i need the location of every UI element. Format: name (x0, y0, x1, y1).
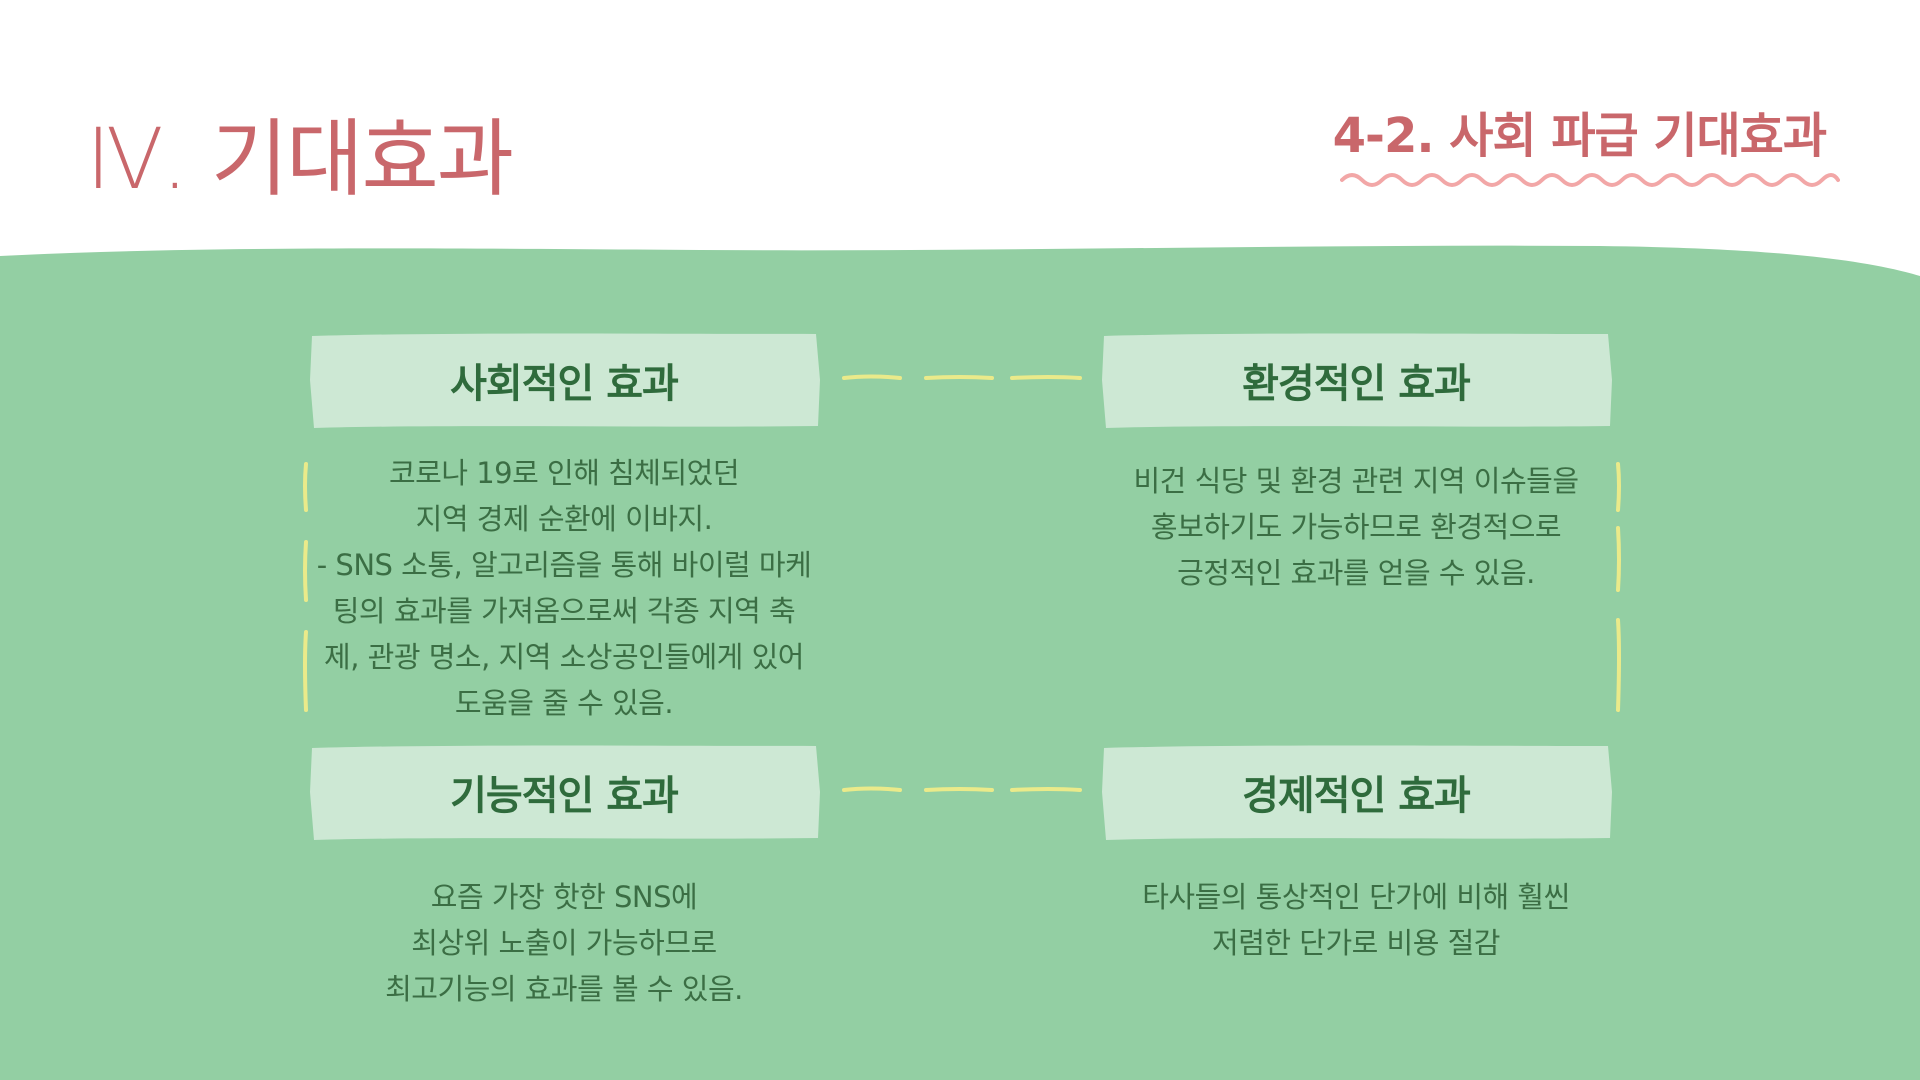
card-line: 최고기능의 효과를 볼 수 있음. (385, 972, 743, 1006)
card-line: - SNS 소통, 알고리즘을 통해 바이럴 마케 (316, 548, 812, 582)
card-body-economic: 타사들의 통상적인 단가에 비해 훨씬 저렴한 단가로 비용 절감 (1096, 874, 1616, 966)
connector-top (842, 374, 1082, 380)
card-line: 지역 경제 순환에 이바지. (415, 502, 713, 536)
card-body-environmental: 비건 식당 및 환경 관련 지역 이슈들을 홍보하기도 가능하므로 환경적으로 … (1096, 458, 1616, 596)
connector-right (1616, 462, 1621, 712)
card-title-environmental: 환경적인 효과 (1242, 361, 1471, 407)
wavy-underline (1340, 173, 1840, 187)
card-line: 최상위 노출이 가능하므로 (411, 926, 717, 960)
card-heading-economic: 경제적인 효과 (1096, 742, 1616, 842)
card-heading-functional: 기능적인 효과 (304, 742, 824, 842)
connector-left (303, 462, 308, 712)
card-line: 팅의 효과를 가져옴으로써 각종 지역 축 (332, 594, 796, 628)
card-line: 비건 식당 및 환경 관련 지역 이슈들을 (1133, 464, 1579, 498)
card-body-social: 코로나 19로 인해 침체되었던 지역 경제 순환에 이바지. - SNS 소통… (304, 450, 824, 726)
green-background (0, 245, 1920, 1080)
card-line: 긍정적인 효과를 얻을 수 있음. (1177, 556, 1535, 590)
card-line: 홍보하기도 가능하므로 환경적으로 (1150, 510, 1562, 544)
card-title-social: 사회적인 효과 (450, 361, 679, 407)
card-heading-environmental: 환경적인 효과 (1096, 330, 1616, 430)
card-line: 요즘 가장 핫한 SNS에 (430, 880, 698, 914)
main-title: Ⅳ. 기대효과 (86, 110, 514, 208)
card-line: 타사들의 통상적인 단가에 비해 훨씬 (1142, 880, 1570, 914)
card-line: 도움을 줄 수 있음. (454, 686, 674, 720)
card-title-functional: 기능적인 효과 (450, 773, 679, 819)
connector-bottom (842, 786, 1082, 792)
section-title: 4-2. 사회 파급 기대효과 (1332, 108, 1827, 164)
card-heading-social: 사회적인 효과 (304, 330, 824, 430)
card-line: 제, 관광 명소, 지역 소상공인들에게 있어 (324, 640, 804, 674)
card-body-functional: 요즘 가장 핫한 SNS에 최상위 노출이 가능하므로 최고기능의 효과를 볼 … (304, 874, 824, 1012)
card-line: 코로나 19로 인해 침체되었던 (388, 456, 740, 490)
card-title-economic: 경제적인 효과 (1242, 773, 1471, 819)
card-line: 저렴한 단가로 비용 절감 (1212, 926, 1500, 960)
